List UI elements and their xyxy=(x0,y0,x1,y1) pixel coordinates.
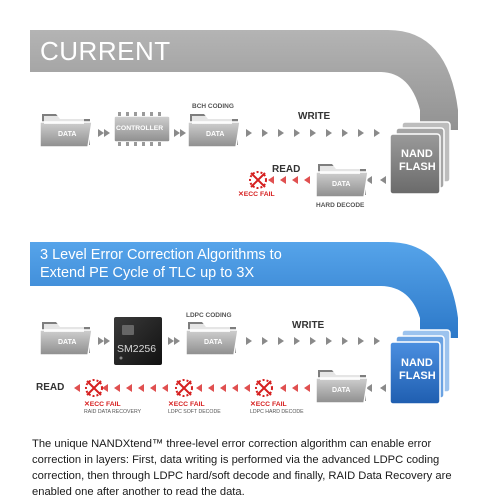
new-nand-flash-icon xyxy=(389,329,451,405)
current-read-label: READ xyxy=(272,164,301,175)
new-ldpc-data-label: DATA xyxy=(204,339,223,346)
current-bch-folder-icon xyxy=(187,114,241,148)
caption-text: The unique NANDXtend™ three-level error … xyxy=(32,438,452,498)
current-ecc-fail-label: ✕ECC FAIL xyxy=(238,191,275,198)
new-write-label: WRITE xyxy=(292,320,325,331)
current-bch-data-label: DATA xyxy=(206,131,225,138)
current-hard-decode-folder-icon xyxy=(315,164,369,198)
new-title-line-2: Extend PE Cycle of TLC up to 3X xyxy=(40,265,255,281)
sm2256-chip-icon xyxy=(114,317,162,365)
current-nand-flash-icon xyxy=(389,121,451,195)
new-read-folder-icon xyxy=(315,370,369,404)
new-nand-label-2: FLASH xyxy=(399,370,436,382)
current-decode-data-label: DATA xyxy=(332,181,351,188)
current-arrows-1 xyxy=(98,129,110,137)
current-nand-label-1: NAND xyxy=(401,148,433,160)
soft-label: LDPC SOFT DECODE xyxy=(168,409,221,415)
raid-fail-icon xyxy=(85,379,103,397)
new-data-label: DATA xyxy=(58,339,77,346)
current-ecc-fail-icon xyxy=(249,171,267,189)
hard-ecc-fail-label: ✕ECC FAIL xyxy=(250,401,287,408)
hard-decode-fail-icon xyxy=(255,379,273,397)
current-write-label: WRITE xyxy=(298,111,331,122)
ldpc-coding-label: LDPC CODING xyxy=(186,312,232,319)
controller-chip-icon xyxy=(113,112,171,146)
hard-decode-label: HARD DECODE xyxy=(316,202,365,209)
current-nand-label-2: FLASH xyxy=(399,161,436,173)
sm2256-label: SM2256 xyxy=(117,343,157,355)
new-write-arrows xyxy=(246,337,380,345)
raid-ecc-fail-label: ✕ECC FAIL xyxy=(84,401,121,408)
new-ldpc-folder-icon xyxy=(185,322,239,356)
controller-label: CONTROLLER xyxy=(116,125,164,132)
current-banner-shape xyxy=(30,30,458,130)
new-title-line-1: 3 Level Error Correction Algorithms to xyxy=(40,247,282,263)
current-read-arrows xyxy=(366,176,386,184)
new-banner-shape xyxy=(30,242,458,338)
current-data-folder-icon xyxy=(39,114,93,148)
raid-label: RAID DATA RECOVERY xyxy=(84,409,142,415)
bch-coding-label: BCH CODING xyxy=(192,103,234,110)
new-nand-label-1: NAND xyxy=(401,357,433,369)
new-read-folder-data-label: DATA xyxy=(332,387,351,394)
new-fail-arrows xyxy=(74,384,310,392)
current-title: CURRENT xyxy=(40,36,171,66)
soft-decode-fail-icon xyxy=(175,379,193,397)
hard-label: LDPC HARD DECODE xyxy=(250,409,304,415)
current-fail-arrows xyxy=(268,176,310,184)
current-write-arrows xyxy=(246,129,380,137)
new-read-label: READ xyxy=(36,382,65,393)
current-data-label: DATA xyxy=(58,131,77,138)
new-data-folder-icon xyxy=(39,322,93,356)
soft-ecc-fail-label: ✕ECC FAIL xyxy=(168,401,205,408)
